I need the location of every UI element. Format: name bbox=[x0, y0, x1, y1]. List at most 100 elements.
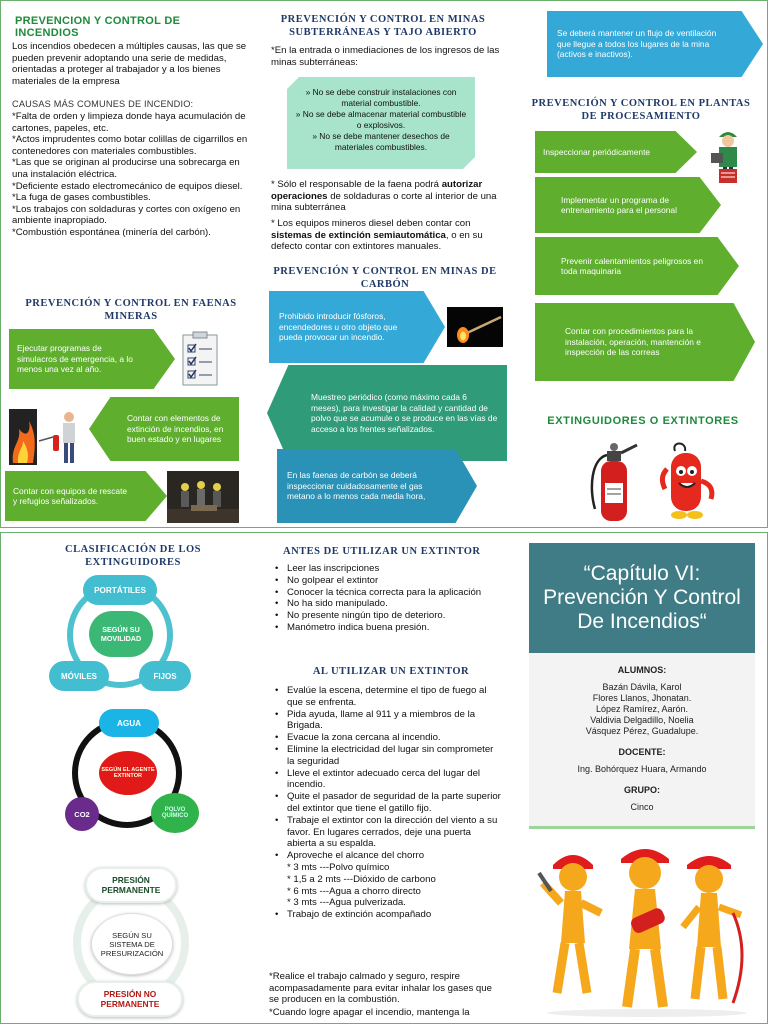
using-item: Elimine la electricidad del lugar sin co… bbox=[271, 744, 501, 768]
closing-paragraph: *Realice el trabajo calmado y seguro, re… bbox=[269, 971, 492, 1006]
cycle-center-movilidad: SEGÚN SU MOVILIDAD bbox=[89, 611, 153, 657]
cause-item: *La fuga de gases combustibles. bbox=[12, 192, 151, 204]
cover-title-box: “Capítulo VI: Prevención Y Control De In… bbox=[529, 543, 755, 653]
node-presurizacion-center: SEGÚN SU SISTEMA DE PRESURIZACIÓN bbox=[91, 913, 173, 975]
using-item: Pida ayuda, llame al 911 y a miembros de… bbox=[271, 709, 501, 733]
teacher-label: DOCENTE: bbox=[618, 747, 666, 757]
heading-antes-extintor: ANTES DE UTILIZAR UN EXTINTOR bbox=[283, 546, 481, 557]
carbon-arrow-muestreo: Muestreo periódico (como máximo cada 6 m… bbox=[267, 365, 507, 461]
student-name: López Ramírez, Aarón. bbox=[595, 704, 689, 714]
cycle-node-polvo: POLVO QUÍMICO bbox=[151, 793, 199, 833]
arrow-text: Contar con equipos de rescate y refugios… bbox=[13, 485, 128, 506]
students-label: ALUMNOS: bbox=[617, 665, 667, 675]
cause-item: *Deficiente estado electromecánico de eq… bbox=[12, 180, 243, 192]
node-label: PORTÁTILES bbox=[94, 585, 146, 595]
node-presion-no-permanente: PRESIÓN NO PERMANENTE bbox=[77, 981, 183, 1017]
cause-item: *Actos imprudentes como botar colillas d… bbox=[12, 134, 248, 157]
plantas-arrow-correas: Contar con procedimientos para la instal… bbox=[535, 303, 755, 381]
minas-intro: *En la entrada o inmediaciones de los in… bbox=[271, 45, 500, 68]
cycle-node-co2: CO2 bbox=[65, 797, 99, 831]
cycle-node-portatiles: PORTÁTILES bbox=[83, 575, 157, 605]
restriction-item: » No se debe mantener desechos de materi… bbox=[312, 131, 450, 152]
cause-item: *Las que se originan al producirse una s… bbox=[12, 157, 240, 180]
cover-title: “Capítulo VI: Prevención Y Control De In… bbox=[543, 562, 741, 633]
before-item: Manómetro indica buena presión. bbox=[271, 622, 511, 634]
group-name: Cinco bbox=[630, 802, 654, 812]
node-label: AGUA bbox=[116, 718, 142, 728]
arrow-text: Se deberá mantener un flujo de ventilaci… bbox=[557, 28, 717, 60]
cycle-node-moviles: MÓVILES bbox=[49, 661, 109, 691]
heading-minas-carbon: PREVENCIÓN Y CONTROL EN MINAS DE CARBÓN bbox=[273, 266, 497, 290]
arrow-text: Muestreo periódico (como máximo cada 6 m… bbox=[311, 392, 498, 434]
restriction-item: » No se debe construir instalaciones con… bbox=[305, 87, 457, 108]
before-item: No presente ningún tipo de deterioro. bbox=[271, 610, 511, 622]
arrow-text: Prevenir calentamientos peligrosos en to… bbox=[561, 255, 703, 276]
using-item: Trabaje el extintor con la dirección del… bbox=[271, 815, 501, 850]
node-label: SEGÚN SU MOVILIDAD bbox=[100, 625, 142, 643]
causes-list: *Falta de orden y limpieza donde haya ac… bbox=[12, 111, 257, 239]
range-line: * 1,5 a 2 mts ---Dióxido de carbono bbox=[287, 873, 436, 885]
using-item: Evalúe la escena, determine el tipo de f… bbox=[271, 685, 501, 709]
text-bold: autorizar operaciones bbox=[271, 179, 483, 202]
before-item: No golpear el extintor bbox=[271, 575, 511, 587]
before-item: No ha sido manipulado. bbox=[271, 598, 511, 610]
arrow-text: Contar con elementos de extinción de inc… bbox=[127, 413, 224, 445]
restriction-item: » No se debe almacenar material combusti… bbox=[295, 109, 467, 130]
plantas-arrow-calentamientos: Prevenir calentamientos peligrosos en to… bbox=[535, 237, 739, 295]
using-item: Aproveche el alcance del chorro bbox=[271, 850, 501, 862]
text-run: * Los equipos mineros diesel deben conta… bbox=[271, 218, 471, 229]
fire-fighting-image bbox=[9, 405, 83, 467]
node-label: POLVO QUÍMICO bbox=[161, 807, 189, 819]
intro-paragraph: Los incendios obedecen a múltiples causa… bbox=[12, 41, 247, 87]
node-label: SEGÚN EL AGENTE EXTINTOR bbox=[101, 767, 155, 779]
ventilacion-arrow: Se deberá mantener un flujo de ventilaci… bbox=[547, 11, 763, 77]
inspector-worker-icon bbox=[705, 127, 751, 187]
student-name: Valdivia Delgadillo, Noelia bbox=[590, 715, 694, 725]
range-line: * 3 mts ---Agua pulverizada. bbox=[287, 897, 406, 909]
node-label: SEGÚN SU SISTEMA DE PRESURIZACIÓN bbox=[100, 930, 164, 958]
cover-info-box: ALUMNOS: Bazán Dávila, Karol Flores Llan… bbox=[529, 653, 755, 829]
soldadura-paragraph: * Sólo el responsable de la faena podrá … bbox=[271, 179, 507, 214]
carbon-arrow-fosforos: Prohibido introducir fósforos, encendedo… bbox=[269, 291, 445, 363]
using-item: Lleve el extintor adecuado cerca del lug… bbox=[271, 768, 501, 792]
arrow-text: Implementar un programa de entrenamiento… bbox=[561, 194, 677, 215]
text-run: * Sólo el responsable de la faena podrá bbox=[271, 179, 442, 190]
top-page: PREVENCION Y CONTROL DE INCENDIOS Los in… bbox=[0, 0, 768, 528]
heading-clasificacion: CLASIFICACIÓN DE LOS EXTINGUIDORES bbox=[64, 544, 202, 568]
plantas-arrow-entrenamiento: Implementar un programa de entrenamiento… bbox=[535, 177, 721, 233]
cycle-node-fijos: FIJOS bbox=[139, 661, 191, 691]
cycle-node-agua: AGUA bbox=[99, 709, 159, 737]
arrow-text: Prohibido introducir fósforos, encendedo… bbox=[279, 311, 398, 343]
closing-paragraph-cut: *Cuando logre apagar el incendio, manten… bbox=[269, 1007, 470, 1018]
fire-extinguisher-image bbox=[585, 439, 643, 525]
text-run: , o en su defecto contar con extintores … bbox=[271, 229, 483, 253]
node-label: FIJOS bbox=[153, 671, 177, 681]
before-list: Leer las inscripciones No golpear el ext… bbox=[271, 563, 511, 634]
range-line: * 6 mts ---Agua a chorro directo bbox=[287, 885, 421, 897]
arrow-text: Contar con procedimientos para la instal… bbox=[565, 326, 701, 358]
firefighters-illustration bbox=[537, 843, 751, 1019]
carbon-arrow-metano: En las faenas de carbón se deberá inspec… bbox=[277, 449, 477, 523]
heading-minas-subterraneas: PREVENCIÓN Y CONTROL EN MINAS SUBTERRÁNE… bbox=[280, 14, 486, 38]
cause-item: *Combustión espontánea (minería del carb… bbox=[12, 226, 211, 238]
node-label: PRESIÓN PERMANENTE bbox=[101, 875, 161, 895]
using-item: Evacue la zona cercana al incendio. bbox=[271, 732, 501, 744]
heading-faenas-mineras: PREVENCIÓN Y CONTROL EN FAENAS MINERAS bbox=[25, 298, 237, 322]
presurizacion-diagram: PRESIÓN PERMANENTE SEGÚN SU SISTEMA DE P… bbox=[71, 861, 191, 1021]
heading-prevencion-control: PREVENCION Y CONTROL DE INCENDIOS bbox=[15, 15, 181, 39]
plantas-arrow-inspeccionar: Inspeccionar periódicamente bbox=[535, 131, 697, 173]
before-item: Conocer la técnica correcta para la apli… bbox=[271, 587, 511, 599]
heading-extintores: EXTINGUIDORES O EXTINTORES bbox=[547, 415, 739, 427]
faenas-arrow-elementos: Contar con elementos de extinción de inc… bbox=[89, 397, 239, 461]
cartoon-extinguisher-image bbox=[657, 441, 719, 523]
checklist-icon bbox=[179, 331, 221, 389]
minas-restrictions-box: » No se debe construir instalaciones con… bbox=[287, 77, 475, 169]
text-bold: sistemas de extinción semiautomática bbox=[271, 229, 446, 241]
node-presion-permanente: PRESIÓN PERMANENTE bbox=[85, 867, 177, 903]
diesel-paragraph: * Los equipos mineros diesel deben conta… bbox=[271, 218, 507, 253]
arrow-text: En las faenas de carbón se deberá inspec… bbox=[287, 470, 426, 502]
student-name: Vásquez Pérez, Guadalupe. bbox=[585, 726, 699, 736]
faenas-arrow-rescate: Contar con equipos de rescate y refugios… bbox=[5, 471, 167, 521]
heading-al-utilizar: AL UTILIZAR UN EXTINTOR bbox=[312, 666, 470, 677]
movilidad-cycle-diagram: PORTÁTILES SEGÚN SU MOVILIDAD MÓVILES FI… bbox=[45, 575, 195, 693]
